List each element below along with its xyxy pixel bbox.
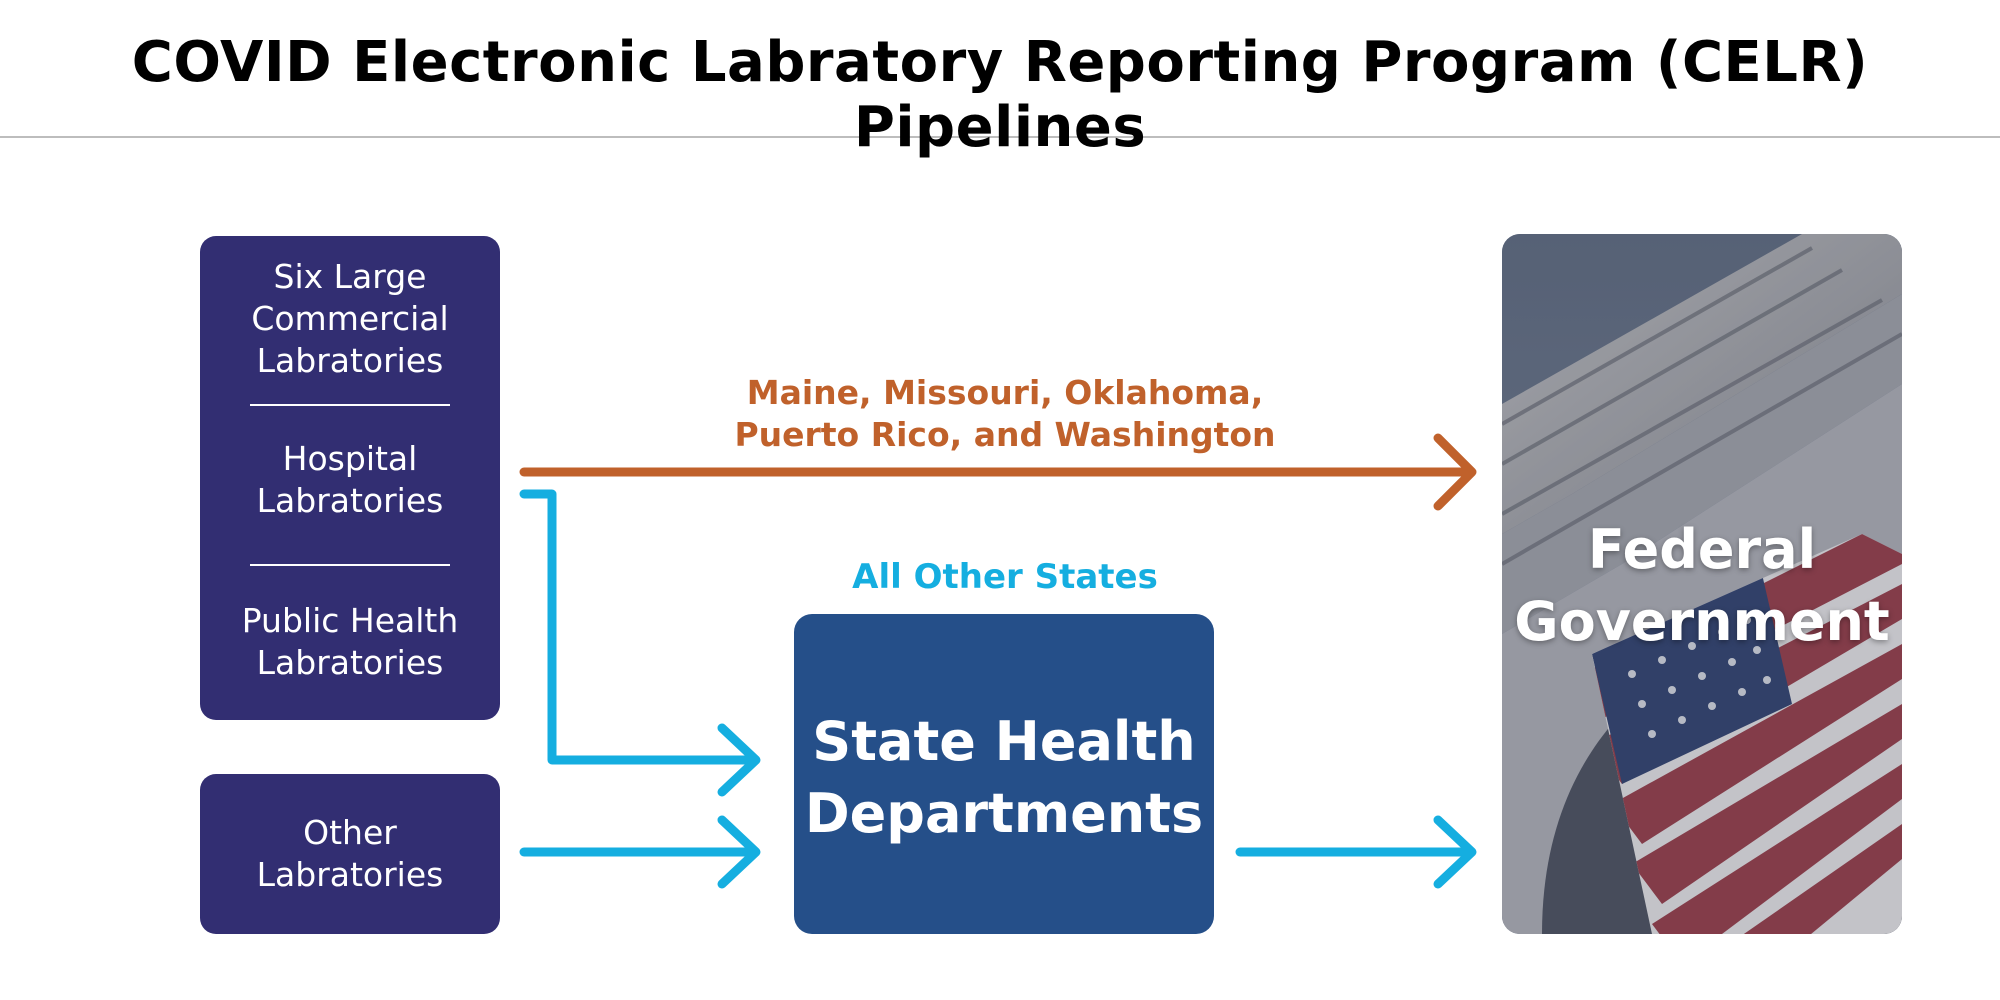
lab-label-commercial: Six Large Commercial Labratories <box>251 257 449 380</box>
lab-divider <box>250 564 450 566</box>
federal-government-label: Federal Government <box>1514 518 1890 653</box>
lab-label-hospital: Hospital Labratories <box>256 439 444 520</box>
lab-label-public-health: Public Health Labratories <box>241 601 459 682</box>
orange-route-label: Maine, Missouri, Oklahoma, Puerto Rico, … <box>734 373 1276 454</box>
blue-route-label: All Other States <box>852 557 1158 597</box>
federal-government-box: Federal Government <box>1502 234 1902 934</box>
blue-route-arrow-state-to-federal <box>1235 815 1477 889</box>
state-health-departments-label: State Health Departments <box>804 710 1204 845</box>
page-title: COVID Electronic Labratory Reporting Pro… <box>131 30 1869 160</box>
state-health-departments-box: State Health Departments <box>794 614 1214 934</box>
title-bar: COVID Electronic Labratory Reporting Pro… <box>0 0 2000 160</box>
us-flag-building-photo-icon <box>1502 234 1902 934</box>
blue-route-arrow-other-to-state <box>519 815 761 889</box>
blue-route-arrow-labs-to-state <box>519 489 761 797</box>
other-labs-box: Other Labratories <box>200 774 500 934</box>
lab-divider <box>250 404 450 406</box>
lab-label-other: Other Labratories <box>256 813 444 894</box>
orange-route-arrow <box>519 433 1477 511</box>
lab-group-box: Six Large Commercial Labratories Hospita… <box>200 236 500 720</box>
